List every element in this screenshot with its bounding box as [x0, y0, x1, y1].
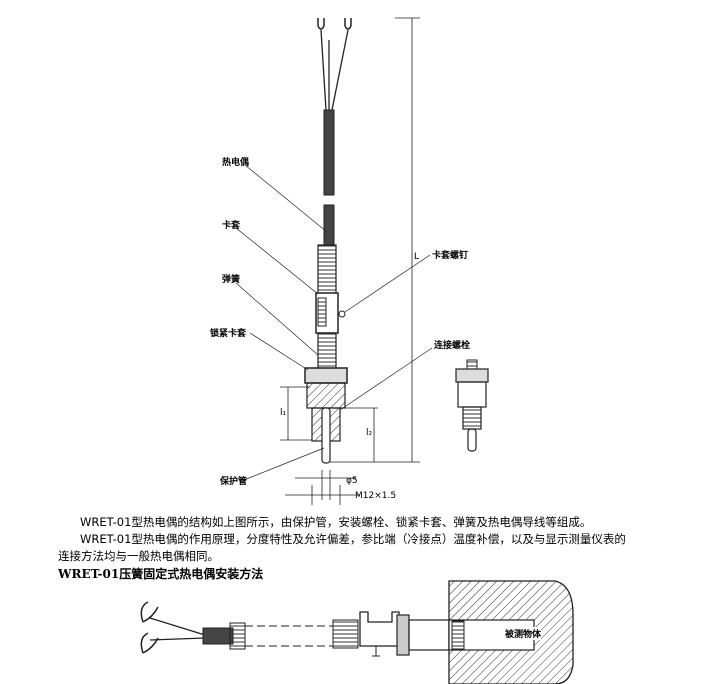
paragraph-structure: WRET-01型热电偶的结构如上图所示，由保护管，安装螺栓、锁紧卡套、弹簧及热电… [80, 515, 592, 529]
label-l2: l₂ [366, 428, 373, 438]
label-measured-object: 被测物体 [505, 627, 542, 640]
label-thermocouple: 热电偶 [222, 158, 250, 168]
label-diameter: φ5 [346, 476, 358, 486]
label-thread: M12×1.5 [355, 491, 397, 501]
label-spring: 弹簧 [222, 275, 241, 285]
label-length: L [414, 252, 420, 262]
label-connecting-bolt: 连接螺栓 [434, 341, 471, 351]
label-protection-tube: 保护管 [220, 477, 248, 487]
section-heading: WRET-01压簧固定式热电偶安装方法 [58, 567, 264, 581]
label-ferrule: 卡套 [222, 221, 241, 231]
paragraph-principle-line2: 连接方法均与一般热电偶相同。 [58, 549, 219, 563]
paragraph-principle-line1: WRET-01型热电偶的作用原理，分度特性及允许偏差，参比端（冷接点）温度补偿，… [80, 532, 626, 546]
label-lock-ferrule: 锁紧卡套 [210, 329, 247, 339]
label-l1: l₁ [280, 408, 287, 418]
label-ferrule-screw: 卡套螺钉 [432, 251, 469, 261]
